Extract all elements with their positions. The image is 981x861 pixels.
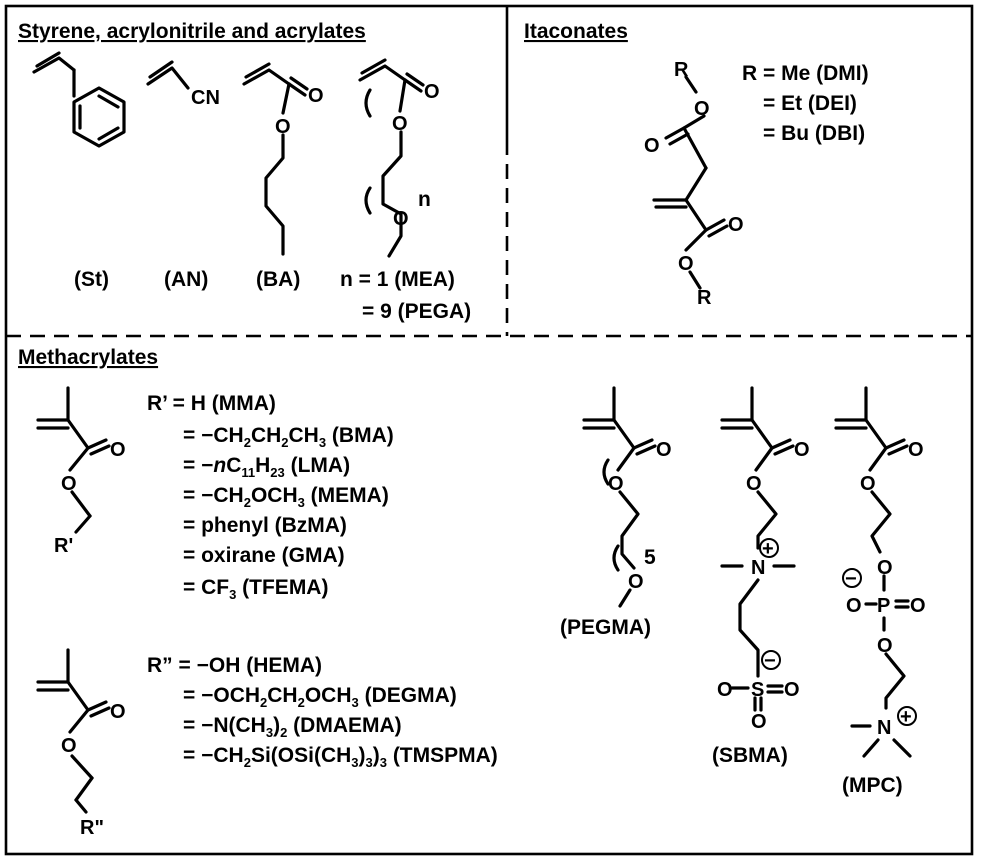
nitrile-label: CN [191,87,220,109]
r2-ester-o: O [61,735,77,757]
dmaema-line: = −N(CH3)2 (DMAEMA) [183,714,402,740]
pega-ether-o: O [393,208,409,230]
mpc-phosphate-o-right: O [910,595,926,617]
mpc-structure [834,386,912,758]
sbma-sulfur: S [751,679,764,701]
bzma-line: = phenyl (BzMA) [183,514,347,537]
itaconate-r-top: R [674,59,689,81]
mpc-minus-sign: − [845,568,857,590]
st-label: (St) [74,268,109,291]
mpc-phosphorus: P [877,595,890,617]
ba-ester-o: O [275,116,291,138]
sbma-sulfonate-o-right: O [784,679,800,701]
dbi-line: = Bu (DBI) [763,122,865,145]
mpc-phosphate-o-left: O [846,595,862,617]
itaconate-ester-o-bottom: O [678,253,694,275]
mema-line: = −CH2OCH3 (MEMA) [183,484,389,510]
pega-structure [358,58,425,258]
sbma-plus-sign: + [762,538,774,560]
pega-n-subscript: n [418,188,431,211]
sbma-ammonium-n: N [751,557,765,579]
bma-line: = −CH2CH2CH3 (BMA) [183,424,394,450]
mma-line: R’ = H (MMA) [147,392,276,415]
styrene-structure [32,51,126,148]
mpc-phosphate-o-bottom: O [877,635,893,657]
itaconate-ester-o-top: O [694,98,710,120]
dmi-line: R = Me (DMI) [742,62,869,85]
pega-line: = 9 (PEGA) [362,300,471,323]
sbma-sulfonate-o-bottom: O [751,711,767,733]
pega-ester-o: O [392,113,408,135]
mpc-ammonium-n: N [877,717,891,739]
an-label: (AN) [164,268,208,291]
lma-line: = −nC11H23 (LMA) [183,454,350,480]
pegma-ester-o: O [608,473,624,495]
r1-methacrylate-structure [36,386,111,534]
degma-line: = −OCH2CH2OCH3 (DEGMA) [183,684,457,710]
ba-label: (BA) [256,268,300,291]
mpc-ester-o: O [860,473,876,495]
pega-carbonyl-o: O [424,81,440,103]
mpc-plus-sign: + [900,706,912,728]
mea-line: n = 1 (MEA) [340,268,455,291]
r1-ester-o: O [61,473,77,495]
itaconate-carbonyl-o-bottom: O [728,214,744,236]
mpc-carbonyl-o: O [908,439,924,461]
mpc-negative-charge-icon [842,568,862,588]
hema-line: R” = −OH (HEMA) [147,654,322,677]
pegma-ether-o: O [628,571,644,593]
butyl-acrylate-structure [242,62,309,256]
mpc-positive-charge-icon [897,706,917,726]
acrylonitrile-structure [146,60,190,90]
mpc-label: (MPC) [842,774,903,797]
sbma-carbonyl-o: O [794,439,810,461]
sbma-structure [720,386,796,712]
sbma-negative-charge-icon [761,650,781,670]
pegma-carbonyl-o: O [656,439,672,461]
r2-r-double-prime: R" [80,817,104,839]
outer-frame [4,4,974,856]
r2-carbonyl-o: O [110,701,126,723]
tmspma-line: = −CH2Si(OSi(CH3)3)3 (TMSPMA) [183,744,498,770]
pegma-label: (PEGMA) [560,616,651,639]
tfema-line: = CF3 (TFEMA) [183,576,328,602]
r1-r-prime: R' [54,535,73,557]
sbma-label: (SBMA) [712,744,788,767]
itaconate-structure [652,75,729,290]
sbma-minus-sign: − [764,650,776,672]
pegma-structure [582,386,657,608]
itaconate-carbonyl-o-top: O [644,135,660,157]
methacrylates-section-heading: Methacrylates [18,346,158,369]
itaconate-r-bottom: R [697,287,712,309]
sbma-positive-charge-icon [759,538,779,558]
ba-carbonyl-o: O [308,85,324,107]
sbma-sulfonate-o-left: O [717,679,733,701]
sbma-ester-o: O [746,473,762,495]
mpc-phosphate-o-top: O [877,557,893,579]
gma-line: = oxirane (GMA) [183,544,345,567]
styrene-section-heading: Styrene, acrylonitrile and acrylates [18,20,366,43]
pegma-repeat-5: 5 [644,546,656,569]
dei-line: = Et (DEI) [763,92,857,115]
r2-methacrylate-structure [36,648,111,814]
r1-carbonyl-o: O [110,439,126,461]
itaconates-section-heading: Itaconates [524,20,628,43]
